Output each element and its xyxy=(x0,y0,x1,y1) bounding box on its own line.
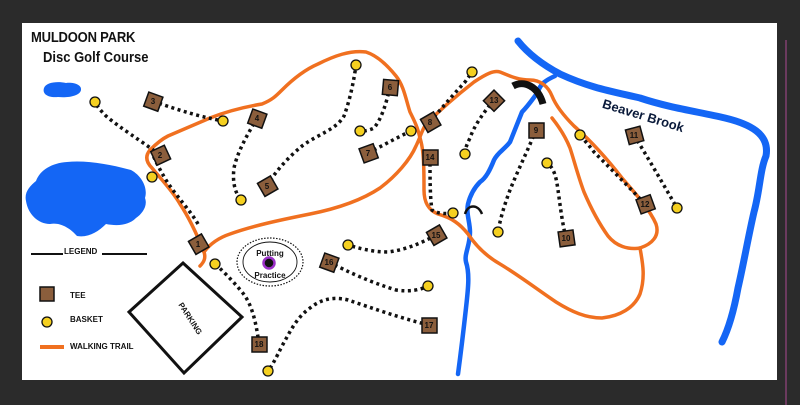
tee-2 xyxy=(149,144,172,167)
svg-text:18: 18 xyxy=(255,340,264,349)
putting-label-line1: Putting xyxy=(256,249,284,258)
svg-text:15: 15 xyxy=(432,231,441,240)
legend-basket-icon xyxy=(41,316,53,328)
brook-branch xyxy=(455,73,558,377)
svg-text:16: 16 xyxy=(325,258,334,267)
putting-inner-ring xyxy=(242,241,298,283)
legend-tee-icon xyxy=(39,286,55,302)
basket-5 xyxy=(350,59,362,71)
svg-text:7: 7 xyxy=(366,149,371,158)
tee-16 xyxy=(318,252,340,274)
legend-label-trail: WALKING TRAIL xyxy=(70,342,134,351)
tee-3 xyxy=(142,91,164,113)
svg-text:5: 5 xyxy=(265,182,270,191)
svg-text:4: 4 xyxy=(255,114,260,123)
basket-11 xyxy=(671,202,683,214)
parking-lot xyxy=(126,260,245,376)
legend-title: LEGEND xyxy=(64,247,98,256)
tee-15 xyxy=(425,223,448,247)
putting-outer-ring xyxy=(236,237,304,287)
tee-17 xyxy=(421,317,438,334)
tee-4 xyxy=(246,108,268,130)
tee-18 xyxy=(251,336,268,353)
svg-text:17: 17 xyxy=(425,321,434,330)
tee-numbers: 1 2 3 4 5 6 7 8 9 10 11 12 13 14 15 16 1… xyxy=(151,83,650,349)
map-title: MULDOON PARK xyxy=(31,28,136,46)
svg-text:12: 12 xyxy=(641,200,650,209)
bridge-south xyxy=(463,205,484,215)
map-canvas: 1 2 3 4 5 6 7 8 9 10 11 12 13 14 15 16 1… xyxy=(25,37,770,377)
beaver-brook xyxy=(514,37,770,346)
svg-text:1: 1 xyxy=(196,240,201,249)
svg-text:6: 6 xyxy=(388,83,393,92)
basket-17 xyxy=(262,365,274,377)
tee-8 xyxy=(419,110,442,134)
baskets xyxy=(89,59,683,377)
svg-text:8: 8 xyxy=(428,118,433,127)
svg-text:3: 3 xyxy=(151,97,156,106)
basket-8 xyxy=(466,66,478,78)
basket-1 xyxy=(146,171,158,183)
svg-text:2: 2 xyxy=(158,151,163,160)
tees xyxy=(142,78,657,353)
basket-16 xyxy=(422,280,434,292)
svg-text:11: 11 xyxy=(630,131,639,140)
basket-15 xyxy=(342,239,354,251)
svg-text:10: 10 xyxy=(562,234,571,243)
legend-rule-right xyxy=(102,253,147,255)
basket-4 xyxy=(235,194,247,206)
lake xyxy=(25,161,146,237)
putting-hole xyxy=(262,256,276,270)
svg-text:14: 14 xyxy=(426,153,435,162)
basket-10 xyxy=(541,157,553,169)
small-pond xyxy=(43,82,82,98)
legend-label-basket: BASKET xyxy=(70,315,103,324)
map-subtitle: Disc Golf Course xyxy=(43,48,149,66)
svg-text:9: 9 xyxy=(534,126,539,135)
tee-9 xyxy=(528,122,545,139)
walking-trail xyxy=(145,49,659,320)
tee-11 xyxy=(624,125,645,146)
course-map: 1 2 3 4 5 6 7 8 9 10 11 12 13 14 15 16 1… xyxy=(22,23,777,380)
window-edge-strip xyxy=(785,40,787,405)
tee-10 xyxy=(557,229,576,248)
basket-6 xyxy=(354,125,366,137)
svg-text:13: 13 xyxy=(490,96,499,105)
tee-6 xyxy=(381,78,400,97)
tee-14 xyxy=(422,149,439,166)
basket-3 xyxy=(217,115,229,127)
tee-13 xyxy=(482,89,506,113)
putting-label-line2: Practice xyxy=(254,271,286,280)
basket-13 xyxy=(459,148,471,160)
basket-12 xyxy=(574,129,586,141)
tee-12 xyxy=(635,193,657,215)
legend-label-tee: TEE xyxy=(70,291,86,300)
tee-5 xyxy=(256,174,279,198)
basket-18 xyxy=(209,258,221,270)
basket-2 xyxy=(89,96,101,108)
basket-7 xyxy=(405,125,417,137)
tee-7 xyxy=(358,142,380,164)
basket-14 xyxy=(447,207,459,219)
basket-9 xyxy=(492,226,504,238)
tee-1 xyxy=(187,232,210,256)
legend-rule-left xyxy=(31,253,63,255)
bridge-north xyxy=(511,80,547,106)
